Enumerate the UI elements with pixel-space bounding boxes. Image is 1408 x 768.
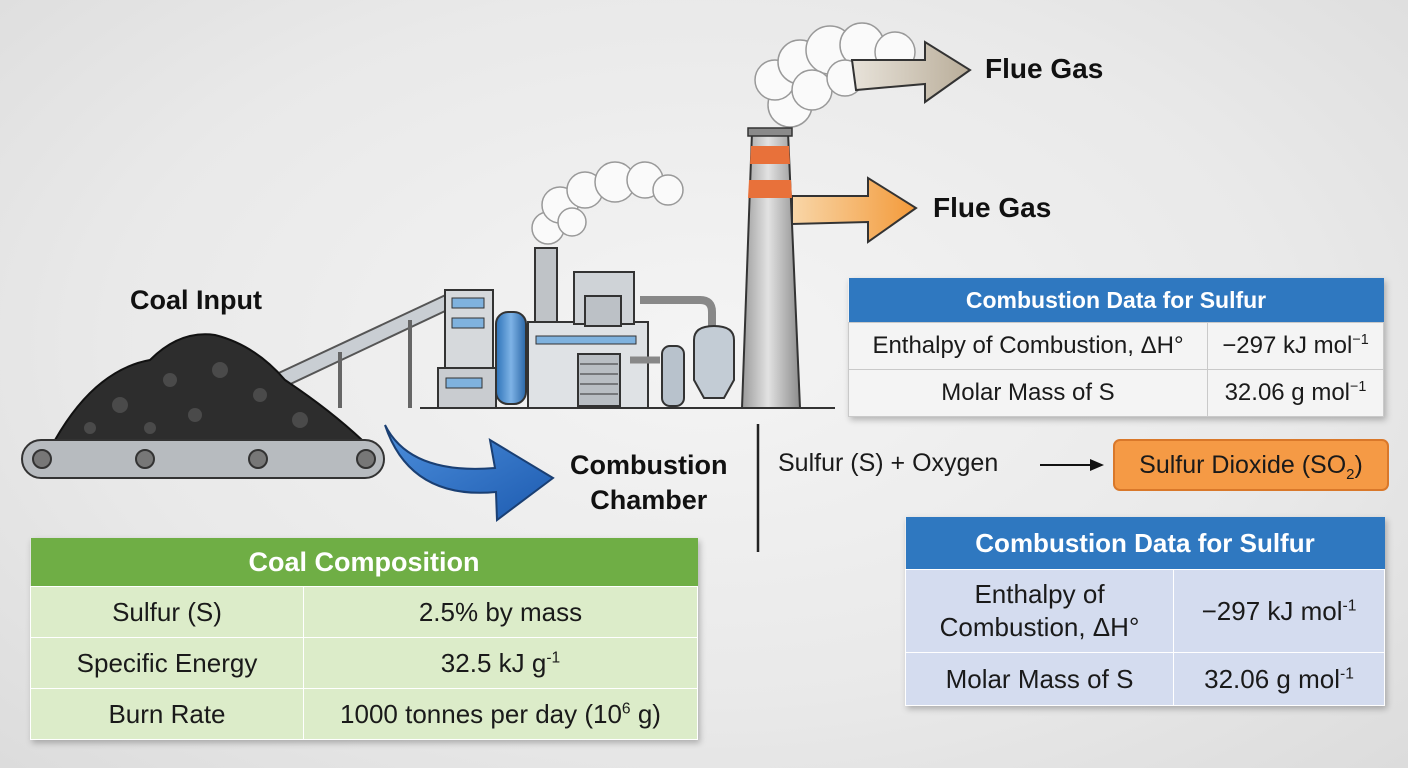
combustion-chamber-line2: Chamber <box>590 485 708 515</box>
coal-input-label: Coal Input <box>130 285 262 315</box>
reaction-reactants: Sulfur (S) + Oxygen <box>778 449 999 477</box>
combustion-chamber-label: Combustion Chamber <box>570 448 727 518</box>
table-cell-label: Molar Mass of S <box>848 369 1208 417</box>
value-sup: −1 <box>1352 332 1369 348</box>
value-sup: −1 <box>1350 379 1367 395</box>
so2-close: ) <box>1354 451 1363 479</box>
reaction-arrow <box>1040 459 1104 471</box>
value-text: 32.5 kJ g <box>440 647 547 678</box>
value-text: 2.5% by mass <box>418 596 583 627</box>
value-text: −297 kJ mol <box>1201 595 1343 626</box>
value-sup: -1 <box>546 648 561 666</box>
conveyor-belt <box>21 439 385 479</box>
so2-text: Sulfur Dioxide (SO <box>1139 451 1347 479</box>
table-row: Molar Mass of S 32.06 g mol−1 <box>848 369 1384 417</box>
value-text: −297 kJ mol <box>1222 332 1353 359</box>
table-cell-label: Specific Energy <box>30 637 304 689</box>
table-row: Specific Energy 32.5 kJ g-1 <box>30 637 698 689</box>
coal-pile <box>53 333 365 441</box>
table-row: Burn Rate 1000 tonnes per day (106 g) <box>30 688 698 740</box>
value-sup: -1 <box>1340 664 1354 682</box>
combustion-data-table-top: Combustion Data for Sulfur Enthalpy of C… <box>848 278 1384 417</box>
value-sup: 6 <box>621 699 631 717</box>
flue-gas-label-mid: Flue Gas <box>933 192 1052 223</box>
table-title: Combustion Data for Sulfur <box>848 278 1384 323</box>
table-row: Molar Mass of S 32.06 g mol-1 <box>905 652 1385 706</box>
value-sup: -1 <box>1342 596 1357 614</box>
table-cell-value: 32.5 kJ g-1 <box>303 637 698 689</box>
sulfur-dioxide-box: Sulfur Dioxide (SO2) <box>1113 439 1389 491</box>
table-cell-value: 32.06 g mol−1 <box>1207 369 1384 417</box>
combustion-chamber-line1: Combustion <box>570 450 728 480</box>
table-cell-value: 32.06 g mol-1 <box>1173 652 1385 706</box>
table-row: Enthalpy of Combustion, ΔH° −297 kJ mol-… <box>905 569 1385 653</box>
coal-flow-arrow <box>384 424 555 522</box>
table-title: Combustion Data for Sulfur <box>905 517 1385 570</box>
value-text: 32.06 g mol <box>1204 663 1340 694</box>
table-cell-label: Sulfur (S) <box>30 586 304 638</box>
table-cell-value: −297 kJ mol−1 <box>1207 322 1384 370</box>
table-cell-value: 1000 tonnes per day (106 g) <box>303 688 698 740</box>
flue-gas-label-top: Flue Gas <box>985 53 1104 84</box>
table-cell-value: −297 kJ mol-1 <box>1173 569 1385 653</box>
table-title: Coal Composition <box>30 538 698 587</box>
value-text: 32.06 g mol <box>1224 379 1350 406</box>
value-tail: g) <box>630 698 661 729</box>
table-cell-label: Burn Rate <box>30 688 304 740</box>
combustion-data-table-bottom: Combustion Data for Sulfur Enthalpy of C… <box>905 517 1385 706</box>
flue-gas-arrow-mid <box>791 176 918 244</box>
table-row: Enthalpy of Combustion, ΔH° −297 kJ mol−… <box>848 322 1384 370</box>
table-cell-label: Molar Mass of S <box>905 652 1174 706</box>
table-row: Sulfur (S) 2.5% by mass <box>30 586 698 638</box>
so2-subscript: 2 <box>1346 466 1355 483</box>
label-line1: Enthalpy of <box>974 579 1105 609</box>
value-text: 1000 tonnes per day (10 <box>340 698 622 729</box>
table-cell-label: Enthalpy of Combustion, ΔH° <box>848 322 1208 370</box>
smoke-cloud-small-stack <box>531 161 684 245</box>
table-cell-label: Enthalpy of Combustion, ΔH° <box>905 569 1174 653</box>
chimney-stack <box>740 127 802 409</box>
table-cell-value: 2.5% by mass <box>303 586 698 638</box>
plant-buildings <box>437 247 735 409</box>
coal-composition-table: Coal Composition Sulfur (S) 2.5% by mass… <box>30 538 698 740</box>
label-line2: Combustion, ΔH° <box>939 612 1140 642</box>
flue-gas-arrow-top <box>850 40 972 104</box>
